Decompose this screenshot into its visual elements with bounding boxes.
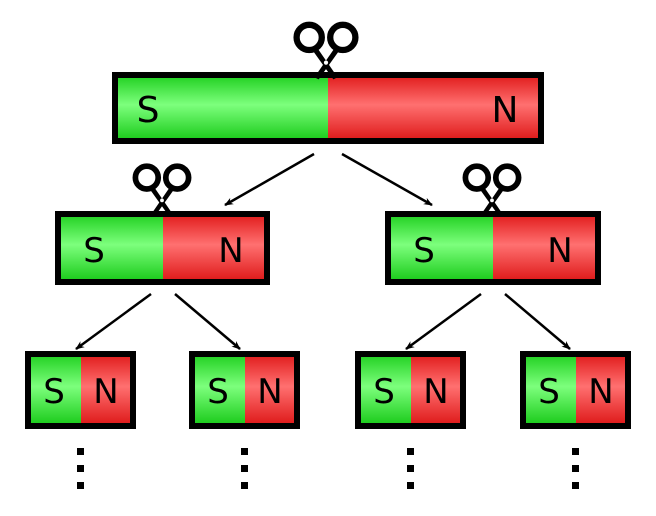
magnet-outline: [355, 351, 466, 429]
magnet-level-2-right: S N: [385, 211, 601, 285]
magnet-level-1: S N: [112, 72, 544, 144]
magnet-outline: [520, 351, 631, 429]
north-pole: [81, 354, 133, 426]
south-pole: [388, 214, 493, 282]
arrow-icon: [174, 293, 241, 350]
north-pole: [328, 75, 541, 141]
south-pole: [358, 354, 411, 426]
north-pole: [411, 354, 463, 426]
north-label: N: [218, 231, 243, 271]
south-pole: [115, 75, 328, 141]
north-pole: [163, 214, 267, 282]
vertical-ellipsis-icon: [241, 448, 248, 489]
south-pole: [523, 354, 576, 426]
north-pole: [576, 354, 628, 426]
magnet-outline: [385, 211, 601, 285]
split-arrows-level-1: [224, 152, 433, 207]
arrow-icon: [504, 293, 571, 350]
scissors-icon: [462, 163, 522, 216]
arrow-icon: [75, 292, 152, 351]
magnet-outline: [55, 211, 270, 285]
north-label: N: [492, 90, 519, 131]
south-label: S: [43, 372, 65, 412]
north-pole: [493, 214, 598, 282]
magnet-outline: [25, 351, 136, 429]
scissors-icon: [293, 21, 359, 80]
arrow-icon: [341, 152, 433, 207]
magnet-outline: [189, 351, 300, 429]
south-label: S: [137, 90, 160, 131]
south-label: S: [207, 372, 229, 412]
vertical-ellipsis-icon: [572, 448, 579, 489]
arrow-icon: [405, 292, 482, 351]
south-pole: [28, 354, 81, 426]
north-label: N: [423, 372, 448, 412]
magnet-level-3-2: S N: [189, 351, 300, 429]
scissors-icon: [132, 163, 192, 216]
north-label: N: [547, 231, 572, 271]
magnet-outline: [112, 72, 544, 144]
south-label: S: [373, 372, 395, 412]
vertical-ellipsis-icon: [407, 448, 414, 489]
south-pole: [192, 354, 245, 426]
arrow-icon: [224, 152, 315, 207]
magnet-level-2-left: S N: [55, 211, 270, 285]
north-label: N: [93, 372, 118, 412]
north-label: N: [257, 372, 282, 412]
vertical-ellipsis-icon: [77, 448, 84, 489]
magnet-level-3-1: S N: [25, 351, 136, 429]
south-label: S: [413, 231, 435, 271]
south-label: S: [83, 231, 105, 271]
south-label: S: [538, 372, 560, 412]
north-label: N: [588, 372, 613, 412]
magnet-level-3-3: S N: [355, 351, 466, 429]
magnet-level-3-4: S N: [520, 351, 631, 429]
continuation-dots: [77, 448, 579, 489]
north-pole: [245, 354, 297, 426]
south-pole: [58, 214, 163, 282]
split-arrows-level-2: [75, 292, 571, 351]
